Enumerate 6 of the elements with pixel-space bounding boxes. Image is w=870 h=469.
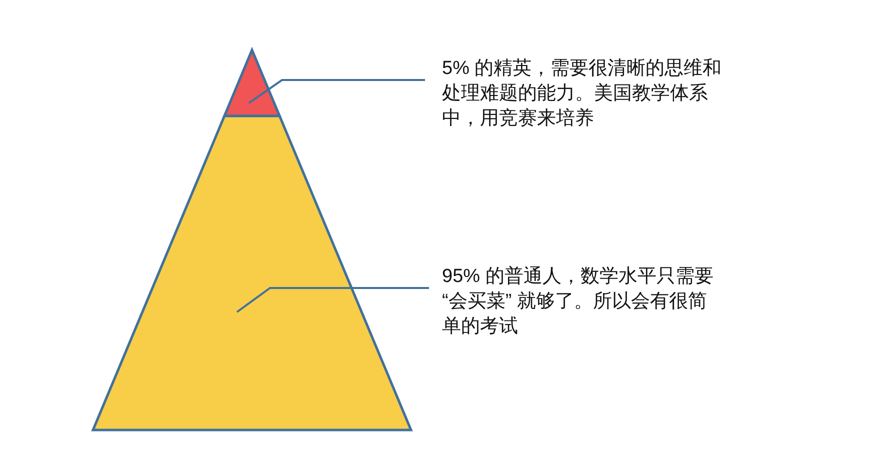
callout-text: 5% 的精英，需要很清晰的思维和处理难题的能力。美国教学体系中，用竞赛来培养 [442,56,724,131]
leader-line [236,287,429,313]
callout-text: 95% 的普通人，数学水平只需要 “会买菜” 就够了。所以会有很简单的考试 [442,264,724,339]
pyramid-top-segment [222,46,282,118]
pyramid-base-segment [91,114,413,432]
leader-line [248,79,425,104]
